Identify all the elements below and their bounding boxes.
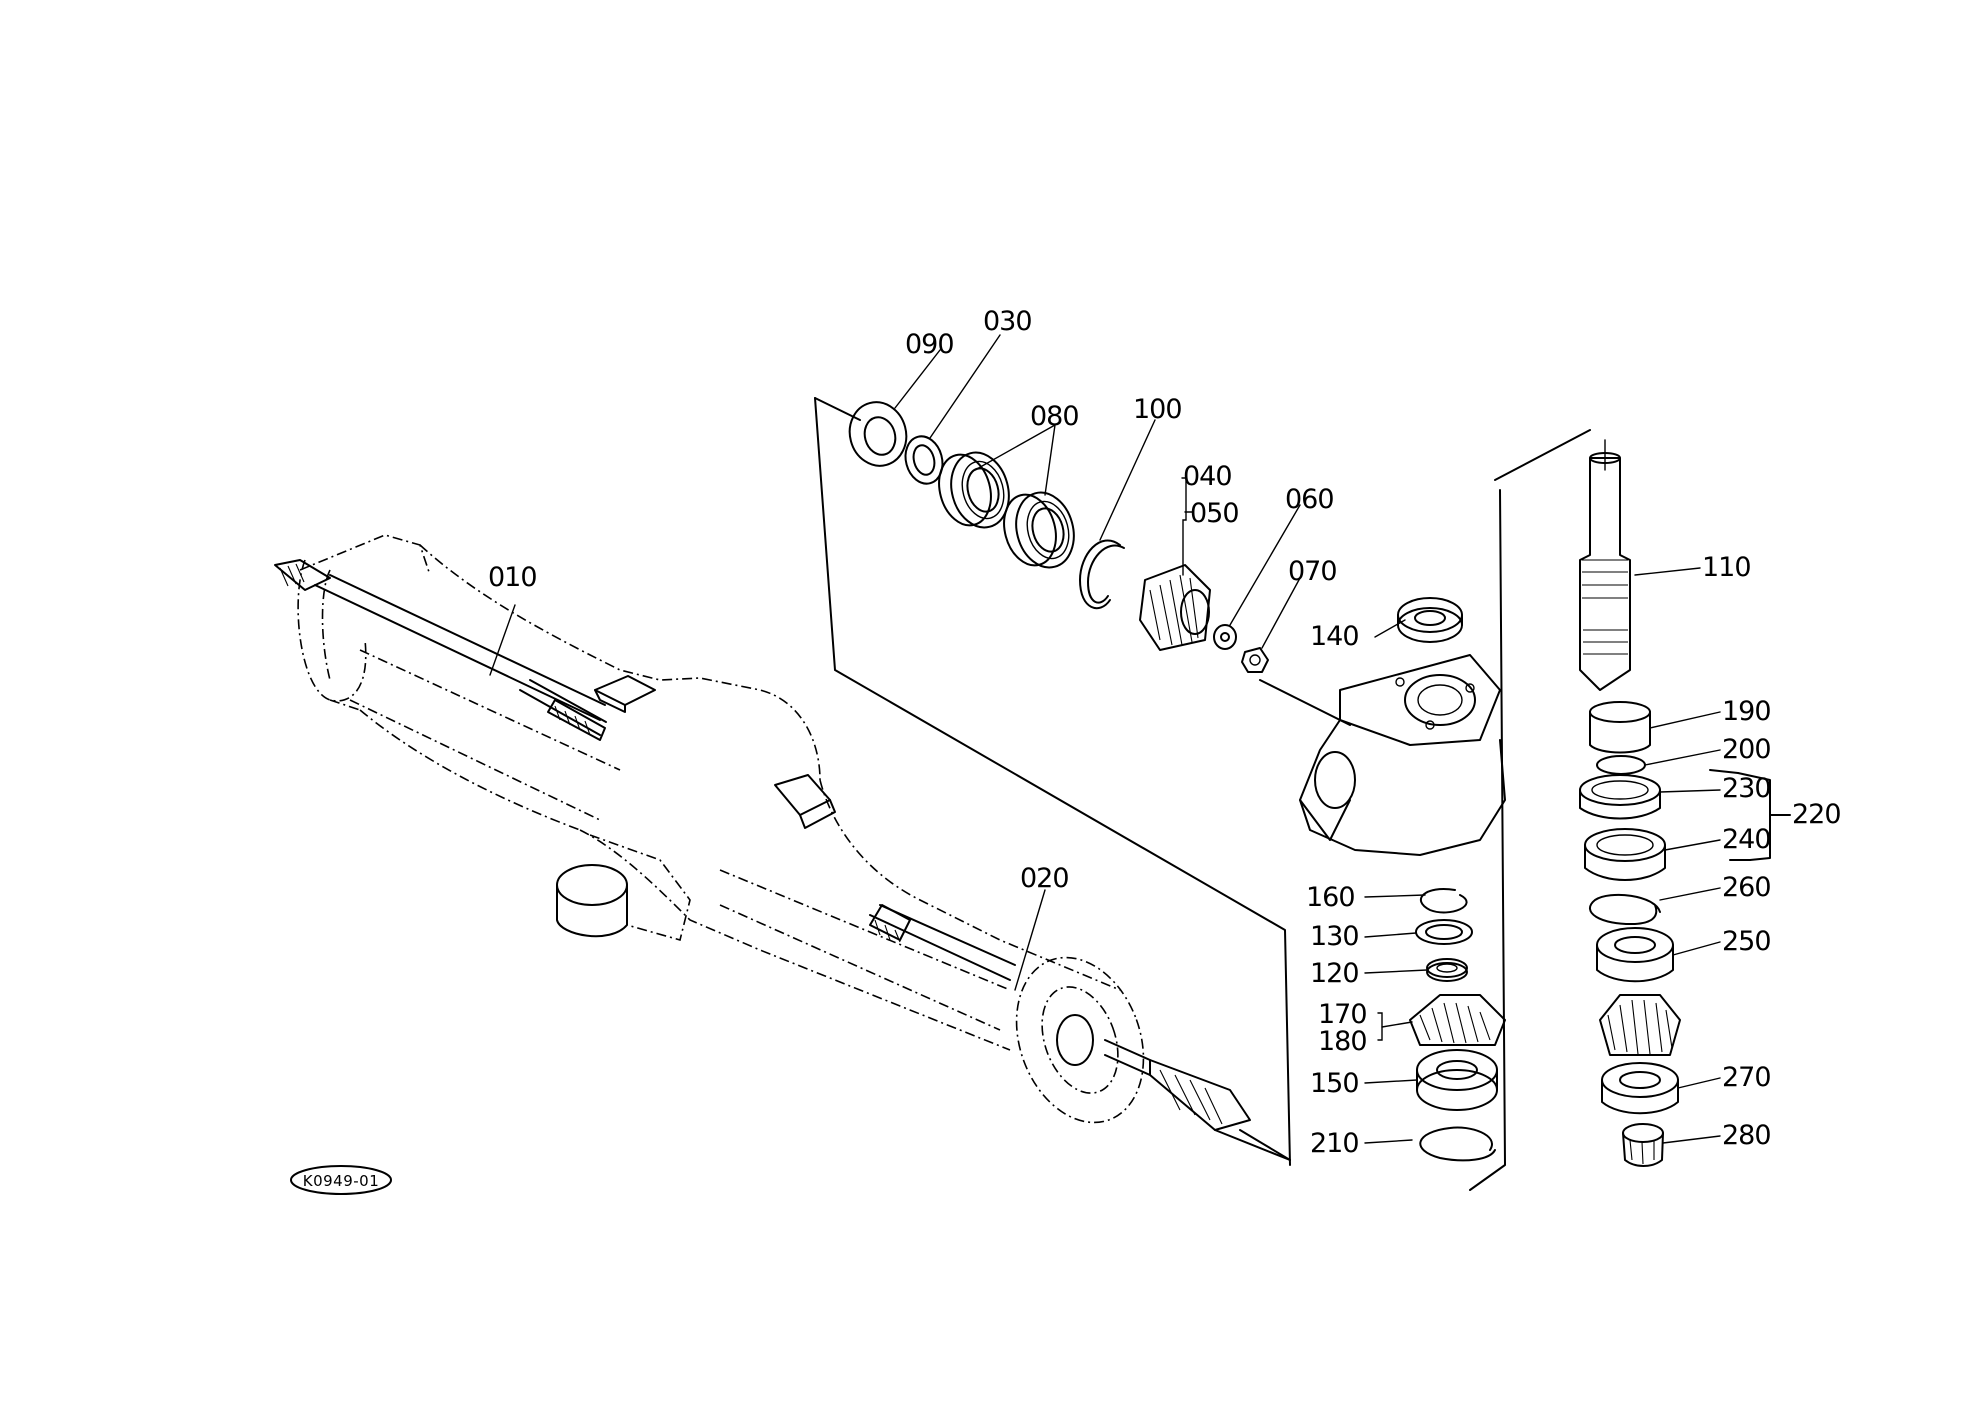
snap-ring-210 (1419, 1126, 1496, 1162)
label-060: 060 (1285, 484, 1334, 515)
drawing-reference-badge: K0949-01 (290, 1165, 392, 1195)
bearing-150 (1416, 1049, 1498, 1111)
bearing-250 (1596, 927, 1674, 983)
label-140: 140 (1310, 621, 1359, 652)
label-250: 250 (1722, 926, 1771, 957)
label-200: 200 (1722, 734, 1771, 765)
collar-120 (1426, 958, 1468, 982)
label-180: 180 (1318, 1026, 1367, 1057)
label-020: 020 (1020, 863, 1069, 894)
washer-130 (1415, 919, 1473, 945)
label-210: 210 (1310, 1128, 1359, 1159)
label-170: 170 (1318, 999, 1367, 1030)
snap-ring-100 (1079, 539, 1125, 610)
bearing-080-b (1003, 491, 1075, 569)
label-040: 040 (1183, 461, 1232, 492)
seal-090 (848, 401, 908, 467)
bevel-gear (1599, 994, 1681, 1056)
drawing-reference-text: K0949-01 (303, 1172, 380, 1190)
gear-case (1259, 597, 1506, 856)
pinion-assembly-panel (814, 397, 1291, 1166)
nut-280 (1622, 1123, 1664, 1167)
snap-ring-260 (1588, 893, 1661, 926)
label-220: 220 (1792, 799, 1841, 830)
label-100: 100 (1133, 394, 1182, 425)
label-160: 160 (1306, 882, 1355, 913)
label-130: 130 (1310, 921, 1359, 952)
bearing-cup-240 (1584, 828, 1666, 881)
label-150: 150 (1310, 1068, 1359, 1099)
label-120: 120 (1310, 958, 1359, 989)
sleeve-190 (1589, 701, 1651, 754)
label-260: 260 (1722, 872, 1771, 903)
label-070: 070 (1288, 556, 1337, 587)
leader-lines (489, 334, 1721, 1144)
nut-070 (1241, 647, 1269, 673)
label-030: 030 (983, 306, 1032, 337)
snap-ring-160 (1419, 888, 1468, 914)
label-090: 090 (905, 329, 954, 360)
ring-030 (904, 435, 944, 485)
label-270: 270 (1722, 1062, 1771, 1093)
vertical-shaft-stack (1494, 429, 1791, 1167)
ring-200 (1596, 755, 1646, 775)
part-labels: 010 020 030 040 050 060 070 080 090 100 … (488, 306, 1842, 1159)
bevel-gear-170 (1409, 994, 1506, 1046)
bearing-cone-230 (1579, 774, 1661, 820)
label-240: 240 (1722, 824, 1771, 855)
label-280: 280 (1722, 1120, 1771, 1151)
shaft-110 (1579, 439, 1631, 691)
axle-housing (274, 534, 1291, 1161)
label-080: 080 (1030, 401, 1079, 432)
lower-stack (1409, 489, 1506, 1191)
bearing-080-a (938, 451, 1010, 529)
label-010: 010 (488, 562, 537, 593)
label-110: 110 (1702, 552, 1751, 583)
bearing-270 (1601, 1062, 1679, 1115)
label-190: 190 (1722, 696, 1771, 727)
label-230: 230 (1722, 773, 1771, 804)
label-050: 050 (1190, 498, 1239, 529)
washer-060 (1213, 624, 1237, 650)
bevel-pinion-040 (1139, 564, 1211, 651)
bearing-140 (1397, 597, 1463, 643)
